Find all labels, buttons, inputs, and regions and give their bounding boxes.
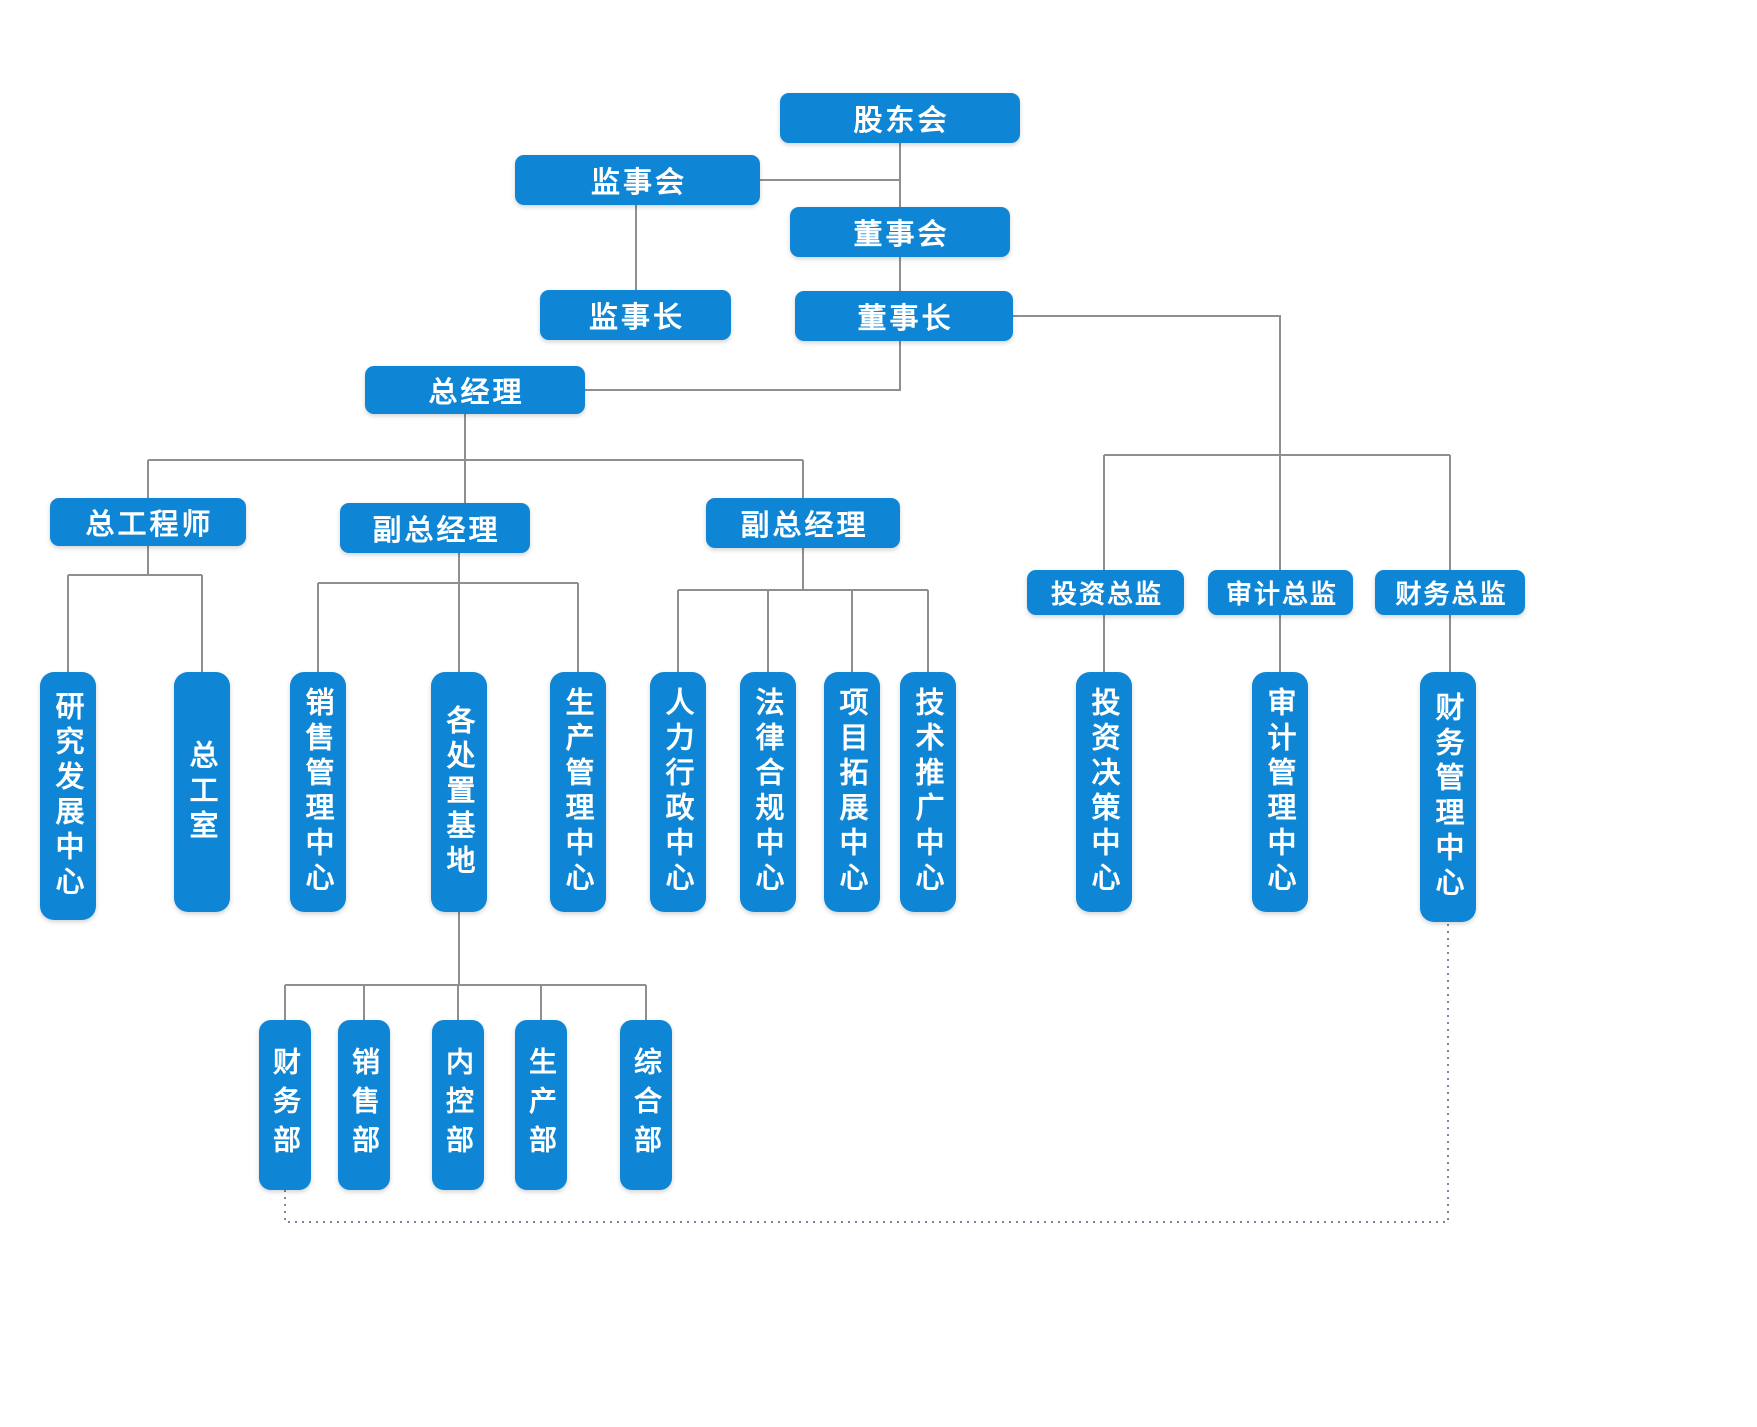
node-board-of-directors: 董事会: [790, 207, 1010, 257]
node-sales-management-center: 销售管理中心: [290, 672, 346, 912]
node-general-affairs-department: 综合部: [620, 1020, 672, 1190]
connector-chairman-to-general-manager: [585, 341, 901, 391]
node-technology-promotion-center: 技术推广中心: [900, 672, 956, 912]
node-audit-director: 审计总监: [1208, 570, 1353, 615]
node-audit-management-center: 审计管理中心: [1252, 672, 1308, 912]
node-production-department: 生产部: [515, 1020, 567, 1190]
node-finance-director: 财务总监: [1375, 570, 1525, 615]
node-internal-control-department: 内控部: [432, 1020, 484, 1190]
node-finance-department: 财务部: [259, 1020, 311, 1190]
node-hr-admin-center: 人力行政中心: [650, 672, 706, 912]
node-shareholders-meeting: 股东会: [780, 93, 1020, 143]
node-sales-department: 销售部: [338, 1020, 390, 1190]
node-research-development-center: 研究发展中心: [40, 672, 96, 920]
connector-chairman-to-directors-trunk: [1013, 315, 1281, 455]
node-production-management-center: 生产管理中心: [550, 672, 606, 912]
node-chief-engineer: 总工程师: [50, 498, 246, 546]
node-general-manager: 总经理: [365, 366, 585, 414]
node-investment-decision-center: 投资决策中心: [1076, 672, 1132, 912]
node-deputy-general-manager-2: 副总经理: [706, 498, 900, 548]
connector-dotted-finance-dept-to-finance-mgmt-center: [284, 922, 1449, 1223]
node-legal-compliance-center: 法律合规中心: [740, 672, 796, 912]
node-chairman: 董事长: [795, 291, 1013, 341]
node-finance-management-center: 财务管理中心: [1420, 672, 1476, 922]
node-deputy-general-manager-1: 副总经理: [340, 503, 530, 553]
node-investment-director: 投资总监: [1027, 570, 1184, 615]
node-chief-engineer-office: 总工室: [174, 672, 230, 912]
node-project-expansion-center: 项目拓展中心: [824, 672, 880, 912]
node-disposal-bases: 各处置基地: [431, 672, 487, 912]
node-chief-supervisor: 监事长: [540, 290, 731, 340]
node-supervisory-board: 监事会: [515, 155, 760, 205]
